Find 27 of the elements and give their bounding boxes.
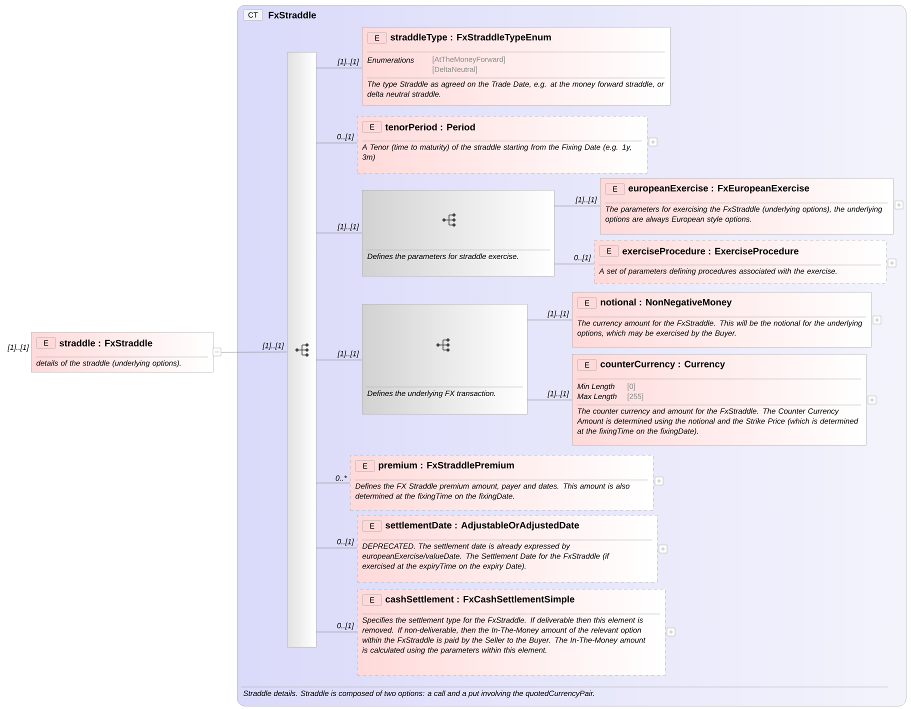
element-box	[362, 27, 670, 106]
element-box	[572, 354, 876, 446]
element-title: exerciseProcedure : ExerciseProcedure	[622, 248, 798, 254]
element-box	[357, 116, 658, 174]
connector-line	[316, 482, 350, 484]
connector-line	[316, 142, 358, 144]
element-title: cashSettlement : FxCashSettlementSimple	[386, 596, 574, 604]
element-box	[594, 240, 896, 284]
element-title: straddle : FxStraddle	[60, 340, 152, 346]
element-title: notional : NonNegativeMoney	[600, 298, 732, 308]
element-title: premium : FxStraddlePremium	[378, 462, 514, 470]
connector-line	[316, 232, 362, 234]
sequence-bar	[287, 52, 316, 648]
element-box	[350, 455, 664, 510]
sequence-box	[362, 304, 528, 414]
element-title: tenorPeriod : Period	[385, 124, 475, 130]
element-title: straddleType : FxStraddleTypeEnum	[390, 34, 551, 42]
element-box	[572, 292, 882, 348]
element-box	[357, 589, 676, 676]
element-box	[357, 515, 668, 582]
element-box	[31, 332, 222, 372]
sequence-box	[362, 190, 554, 276]
element-title: settlementDate : AdjustableOrAdjustedDate	[386, 522, 579, 530]
element-title: europeanExercise : FxEuropeanExercise	[628, 184, 810, 194]
element-title: counterCurrency : Currency	[600, 360, 726, 370]
element-box	[600, 178, 904, 234]
container-title: FxStraddle	[268, 12, 316, 18]
